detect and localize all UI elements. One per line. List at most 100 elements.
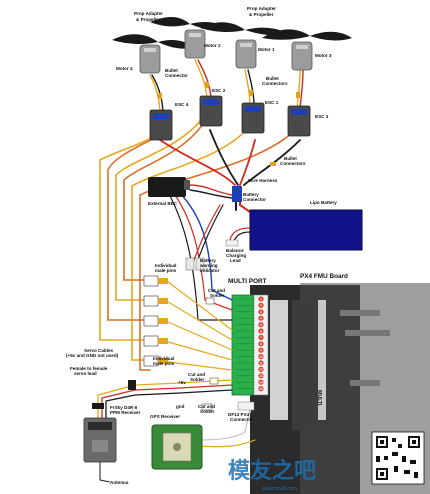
multi-port-pin-number: 4 (260, 317, 262, 321)
multi-port-pin (258, 334, 264, 340)
balance-label-3: Lead (230, 258, 241, 263)
esc-1 (241, 102, 265, 134)
multi-port-pin (258, 354, 264, 360)
bullet-label-1a: Bullet (165, 68, 178, 73)
external-bec (148, 177, 190, 197)
esc-4-label: ESC 4 (175, 102, 189, 107)
lipo-battery (249, 209, 363, 251)
multi-port-pin-number: 13 (259, 374, 263, 378)
cut-solder-label-4: Solder (190, 377, 205, 382)
multi-port-pin (258, 328, 264, 334)
multi-port-pin (258, 296, 264, 302)
individual-male-label-3: Individual (153, 356, 174, 361)
female-servo-label-2: servo lead (74, 371, 97, 376)
frsky-label-1: FrSky D4R-II (110, 405, 137, 410)
battery-warning-label-2: warning (199, 263, 218, 268)
multi-port-pin (258, 309, 264, 315)
individual-male-label-4: male pins (153, 361, 175, 366)
battery-warning-label-3: indicator (200, 268, 220, 273)
propeller-motor-3 (262, 29, 352, 41)
female-servo-label-1: Female to female (70, 366, 108, 371)
bullet-label-2b: Connectors (262, 81, 288, 86)
battery-connector-label-2: Connector (243, 197, 266, 202)
cut-solder-label-1: Cut and (208, 288, 225, 293)
bullet-label-1b: Connector (165, 73, 188, 78)
multi-port-pin (258, 379, 264, 385)
multi-port-label: MULTI PORT (228, 278, 267, 285)
esc-3-label: ESC 3 (315, 114, 329, 119)
prop-adapter-label-2: Prop Adapter (247, 6, 276, 11)
watermark-site: www.moz8.com (262, 486, 297, 492)
multi-port-pin-number: 3 (260, 310, 262, 314)
bullet-label-3a: Bullet (284, 156, 297, 161)
multi-port-pin-number: 7 (260, 336, 262, 340)
propeller-label-1: & Propeller (136, 17, 161, 22)
gps-receiver (151, 424, 203, 470)
cut-solder-label-3: Cut and (188, 372, 205, 377)
battery-warning-indicator (185, 257, 205, 271)
motor-1-label: Motor 1 (258, 47, 275, 52)
balance-label-2: Charging (226, 253, 246, 258)
battery-connector (232, 186, 242, 202)
antenna-wire (99, 462, 111, 483)
cut-solder-label-5: Cut and (198, 404, 215, 409)
df13-label-1: DF13 PX4 (228, 412, 250, 417)
multi-port-pin (258, 373, 264, 379)
cut-solder-label-6: Solder (200, 409, 215, 414)
multi-port-pin-number: 1 (260, 297, 262, 301)
motor-3 (291, 41, 313, 71)
esc-1-label: ESC 1 (265, 100, 279, 105)
esc-4 (149, 109, 173, 141)
propeller-label-2: & Propeller (249, 12, 274, 17)
lipo-battery-label: Lipo Battery (310, 200, 337, 205)
external-bec-label: External BEC (148, 201, 178, 206)
multi-port-pin-number: 9 (260, 349, 262, 353)
battery-warning-label-1: Battery (200, 258, 216, 263)
bullet-label-2a: Bullet (266, 76, 279, 81)
individual-male-pins-lower (143, 278, 168, 367)
multi-port-pin-number: 14 (259, 381, 263, 385)
multi-port-pin-number: 2 (260, 304, 262, 308)
watermark-logo: 模友之吧 (228, 458, 316, 484)
motor-1 (235, 39, 257, 69)
multi-port-pin-number: 8 (260, 342, 262, 346)
servo-cables-label-1: Servo Cables (84, 348, 114, 353)
frsky-label-2: PPM Receiver (110, 410, 141, 415)
px4-board-label: PX4 FMU Board (300, 273, 348, 280)
df13-label-2: Connector (230, 417, 253, 422)
prop-adapter-label-1: Prop Adapter (134, 11, 163, 16)
multi-port-pin (258, 315, 264, 321)
multi-port-pin-number: 11 (259, 361, 263, 365)
df13-connector (237, 401, 255, 411)
esc-3 (287, 105, 311, 137)
gps-receiver-label: GPS Receiver (150, 414, 180, 419)
antenna-label: Antenna (110, 480, 129, 485)
individual-male-label-1: Individual (155, 263, 176, 268)
plus-5v-label: +5v (178, 380, 186, 385)
multi-port-pin (258, 347, 264, 353)
motor-3-label: Motor 3 (315, 53, 332, 58)
multi-port-pin (258, 341, 264, 347)
cut-solder-label-2: Solder (210, 293, 225, 298)
balance-label-1: Balance (226, 248, 244, 253)
battery-connector-label-1: Battery (243, 192, 259, 197)
multi-port-pin (258, 360, 264, 366)
wiring (97, 59, 304, 448)
motor-2 (184, 29, 206, 59)
motor-2-label: Motor 2 (204, 43, 221, 48)
female-servo-lead (92, 380, 136, 409)
bullet-connectors (158, 82, 300, 166)
servo-cables-label-2: (+5v and GND not used) (66, 353, 119, 358)
esc-2-label: ESC 2 (212, 88, 226, 93)
balance-charging-lead (225, 239, 239, 247)
esc-2 (199, 95, 223, 127)
motor-4-label: Motor 4 (116, 66, 133, 71)
multi-port-pin-number: 15 (259, 387, 263, 391)
bullet-label-3b: Connectors (280, 161, 306, 166)
gnd-label: gnd (176, 404, 185, 409)
multi-port-pin (258, 322, 264, 328)
multi-port-pin (258, 302, 264, 308)
multi-port-pin-number: 6 (260, 329, 262, 333)
individual-male-pins-upper (143, 275, 159, 327)
